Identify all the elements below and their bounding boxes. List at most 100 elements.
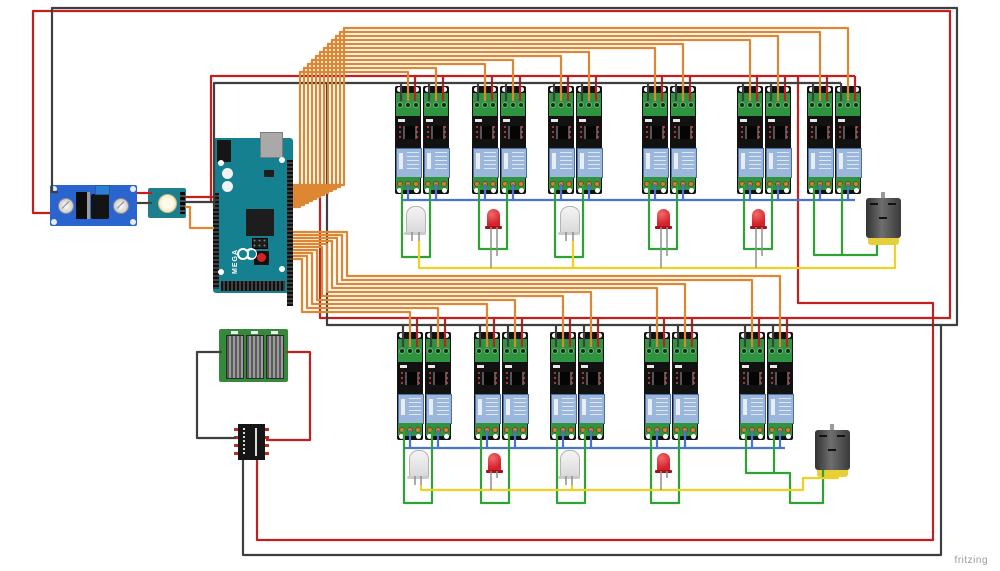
relay-input-terminal[interactable]	[836, 93, 860, 116]
relay-input-terminal[interactable]	[738, 93, 762, 116]
relay-input-terminal[interactable]	[645, 339, 669, 362]
relay-module[interactable]	[474, 332, 501, 440]
relay-input-terminal[interactable]	[549, 93, 573, 116]
trimpot[interactable]	[95, 185, 110, 195]
red-led[interactable]	[654, 209, 672, 229]
relay-input-terminal[interactable]	[396, 93, 420, 116]
capacitor	[222, 168, 233, 179]
relay-input-terminal[interactable]	[503, 339, 527, 362]
mounting-hole	[739, 87, 744, 92]
orange-wire[interactable]	[293, 34, 780, 191]
relay-module[interactable]	[550, 332, 577, 440]
relay-module[interactable]	[807, 86, 834, 194]
relay-input-terminal[interactable]	[768, 339, 792, 362]
relay-input-terminal[interactable]	[579, 339, 603, 362]
relay-input-terminal[interactable]	[398, 339, 422, 362]
relay-input-terminal[interactable]	[577, 93, 601, 116]
relay-module[interactable]	[670, 86, 697, 194]
relay-body	[579, 394, 605, 424]
relay-input-terminal[interactable]	[475, 339, 499, 362]
relay-module[interactable]	[395, 86, 422, 194]
sensor-module[interactable]	[148, 188, 186, 218]
orange-wire[interactable]	[293, 233, 754, 347]
battery-holder[interactable]	[219, 329, 288, 382]
relay-input-terminal[interactable]	[551, 339, 575, 362]
relay-module[interactable]	[502, 332, 529, 440]
relay-body	[643, 148, 669, 178]
relay-module[interactable]	[423, 86, 450, 194]
orange-wire[interactable]	[293, 251, 489, 347]
relay-input-terminal[interactable]	[424, 93, 448, 116]
relay-body	[426, 394, 452, 424]
optocoupler-ic	[650, 126, 664, 139]
white-led[interactable]	[558, 206, 580, 235]
relay-optocoupler-area	[503, 364, 527, 393]
relay-module[interactable]	[767, 332, 794, 440]
relay-module[interactable]	[672, 332, 699, 440]
relay-module[interactable]	[500, 86, 527, 194]
relay-module[interactable]	[578, 332, 605, 440]
relay-module[interactable]	[765, 86, 792, 194]
relay-optocoupler-area	[643, 118, 667, 147]
relay-input-terminal[interactable]	[766, 93, 790, 116]
red-led[interactable]	[485, 453, 503, 473]
mounting-hole	[569, 333, 574, 338]
relay-input-terminal[interactable]	[426, 339, 450, 362]
white-led[interactable]	[404, 206, 426, 235]
relay-module[interactable]	[644, 332, 671, 440]
green-wire[interactable]	[774, 470, 825, 505]
relay-input-terminal[interactable]	[473, 93, 497, 116]
digital-pin-header[interactable]	[287, 160, 293, 306]
optocoupler-ic	[433, 372, 447, 385]
green-wire[interactable]	[842, 245, 879, 257]
relay-input-terminal[interactable]	[808, 93, 832, 116]
bottom-pin-header[interactable]	[221, 281, 285, 291]
mounting-hole	[416, 333, 421, 338]
relay-module[interactable]	[472, 86, 499, 194]
mounting-hole	[550, 87, 555, 92]
mounting-hole	[493, 333, 498, 338]
relay-module[interactable]	[739, 332, 766, 440]
power-pin-header[interactable]	[213, 193, 219, 289]
mounting-hole	[854, 188, 859, 193]
orange-wire[interactable]	[293, 257, 412, 347]
relay-optocoupler-area	[549, 118, 573, 147]
green-wire[interactable]	[812, 184, 844, 257]
arduino-mega-board[interactable]: MEGA	[213, 132, 293, 306]
white-led[interactable]	[558, 450, 580, 479]
orange-wire[interactable]	[293, 62, 487, 205]
orange-wire[interactable]	[293, 230, 782, 347]
sensor-pin-header[interactable]	[180, 192, 185, 214]
relay-module[interactable]	[397, 332, 424, 440]
lm2596-buck-converter[interactable]	[50, 185, 137, 226]
relay-optocoupler-area	[766, 118, 790, 147]
red-led[interactable]	[484, 209, 502, 229]
yellow-wire[interactable]	[419, 470, 840, 492]
relay-module[interactable]	[425, 332, 452, 440]
orange-wire[interactable]	[185, 205, 214, 230]
white-led[interactable]	[407, 450, 429, 479]
reset-button[interactable]	[254, 251, 269, 265]
relay-module[interactable]	[548, 86, 575, 194]
relay-input-terminal[interactable]	[740, 339, 764, 362]
orange-wire[interactable]	[293, 236, 687, 347]
orange-wire[interactable]	[293, 70, 410, 209]
red-led[interactable]	[749, 209, 767, 229]
relay-input-terminal[interactable]	[501, 93, 525, 116]
icsp-header[interactable]	[252, 238, 268, 249]
relay-input-terminal[interactable]	[671, 93, 695, 116]
solder-pad	[51, 219, 57, 225]
yellow-wire[interactable]	[417, 241, 897, 270]
relay-module[interactable]	[642, 86, 669, 194]
relay-body	[808, 148, 834, 178]
relay-module[interactable]	[737, 86, 764, 194]
dip-converter[interactable]	[234, 424, 269, 460]
relay-input-terminal[interactable]	[673, 339, 697, 362]
mounting-hole	[672, 87, 677, 92]
relay-input-terminal[interactable]	[643, 93, 667, 116]
relay-module[interactable]	[576, 86, 603, 194]
mounting-hole	[474, 87, 479, 92]
relay-module[interactable]	[835, 86, 862, 194]
red-led[interactable]	[654, 453, 672, 473]
